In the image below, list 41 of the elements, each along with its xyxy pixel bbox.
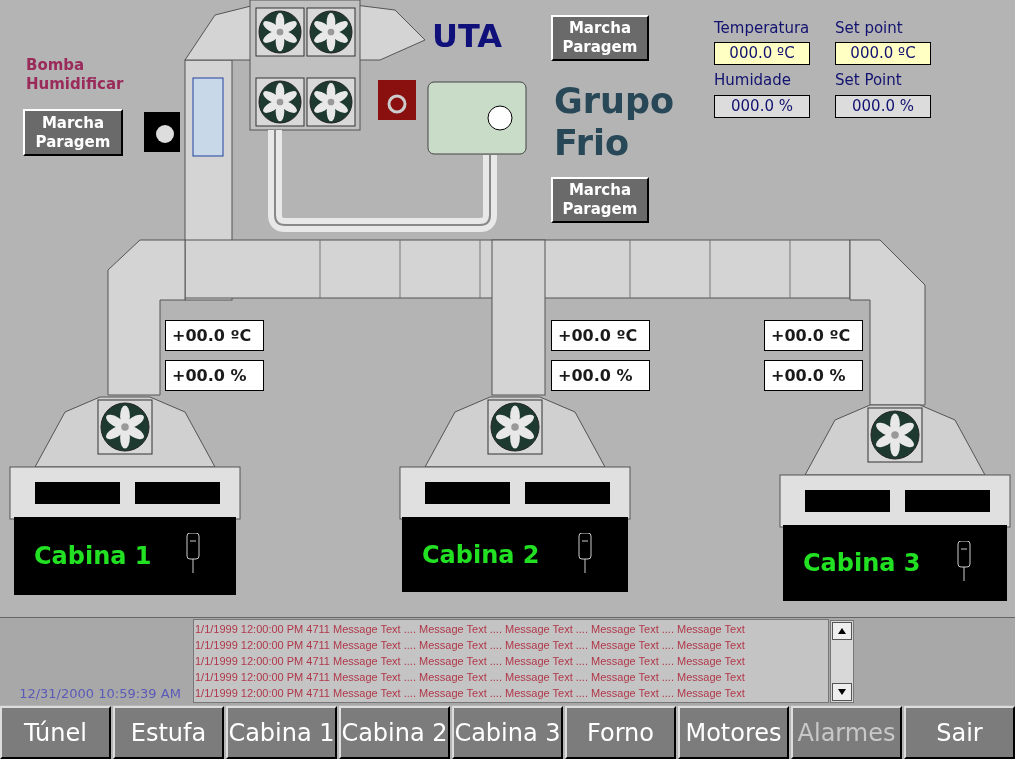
reading-field: +00.0 ºC xyxy=(551,320,650,351)
alarm-message: 1/1/1999 12:00:00 PM 4711 Message Text .... Message Text .... Message Text .... Message Text .... Message Text xyxy=(195,622,746,637)
nav-tab: Sair xyxy=(904,706,1015,759)
cabin-name: Cabina 2 xyxy=(422,539,540,571)
setpoint-field: 000.0 ºC xyxy=(835,42,931,65)
nav-tab: Cabina 3 xyxy=(452,706,563,759)
nav-tab: Túnel xyxy=(0,706,111,759)
nav-tab: Cabina 1 xyxy=(226,706,337,759)
start-stop-button: Marcha Paragem xyxy=(551,177,649,223)
reading-field: +00.0 ºC xyxy=(764,320,863,351)
nav-tab: Forno xyxy=(565,706,676,759)
alarm-message: 1/1/1999 12:00:00 PM 4711 Message Text .... Message Text .... Message Text .... Message Text .... Message Text xyxy=(195,686,746,701)
field-label: Set Point xyxy=(835,71,903,91)
nav-tab: Estufa xyxy=(113,706,224,759)
reading-field: +00.0 % xyxy=(551,360,650,391)
alarm-message: 1/1/1999 12:00:00 PM 4711 Message Text .... Message Text .... Message Text .... Message Text .... Message Text xyxy=(195,654,746,669)
cabin-name: Cabina 1 xyxy=(34,541,152,572)
nav-tab: Alarmes xyxy=(791,706,902,759)
unit-title: UTA xyxy=(432,20,504,57)
date-time: 12/31/2000 10:59:39 AM xyxy=(18,685,182,702)
start-stop-button: Marcha Paragem xyxy=(551,15,649,61)
alarm-message: 1/1/1999 12:00:00 PM 4711 Message Text .... Message Text .... Message Text .... Message Text .... Message Text xyxy=(195,670,746,685)
reading-field: +00.0 % xyxy=(764,360,863,391)
nav-tab: Motores xyxy=(678,706,789,759)
cabin-panel xyxy=(783,525,1007,601)
field-label: Temperatura xyxy=(714,19,811,39)
cabin-panel xyxy=(402,517,628,592)
chiller-title: Grupo Frio xyxy=(554,80,675,164)
value-field: 000.0 % xyxy=(835,95,931,118)
value-field: 000.0 % xyxy=(714,95,810,118)
setpoint-field: 000.0 ºC xyxy=(714,42,810,65)
cabin-name: Cabina 3 xyxy=(803,548,921,579)
alarm-message: 1/1/1999 12:00:00 PM 4711 Message Text .... Message Text .... Message Text .... Message Text .... Message Text xyxy=(195,638,746,653)
field-label: Humidade xyxy=(714,71,793,91)
pump-label: Bomba Humidificar xyxy=(26,56,125,95)
reading-field: +00.0 ºC xyxy=(165,320,264,351)
field-label: Set point xyxy=(835,19,904,39)
nav-tab: Cabina 2 xyxy=(339,706,450,759)
cabin-panel xyxy=(14,517,236,595)
start-stop-button: Marcha Paragem xyxy=(23,109,123,156)
reading-field: +00.0 % xyxy=(165,360,264,391)
